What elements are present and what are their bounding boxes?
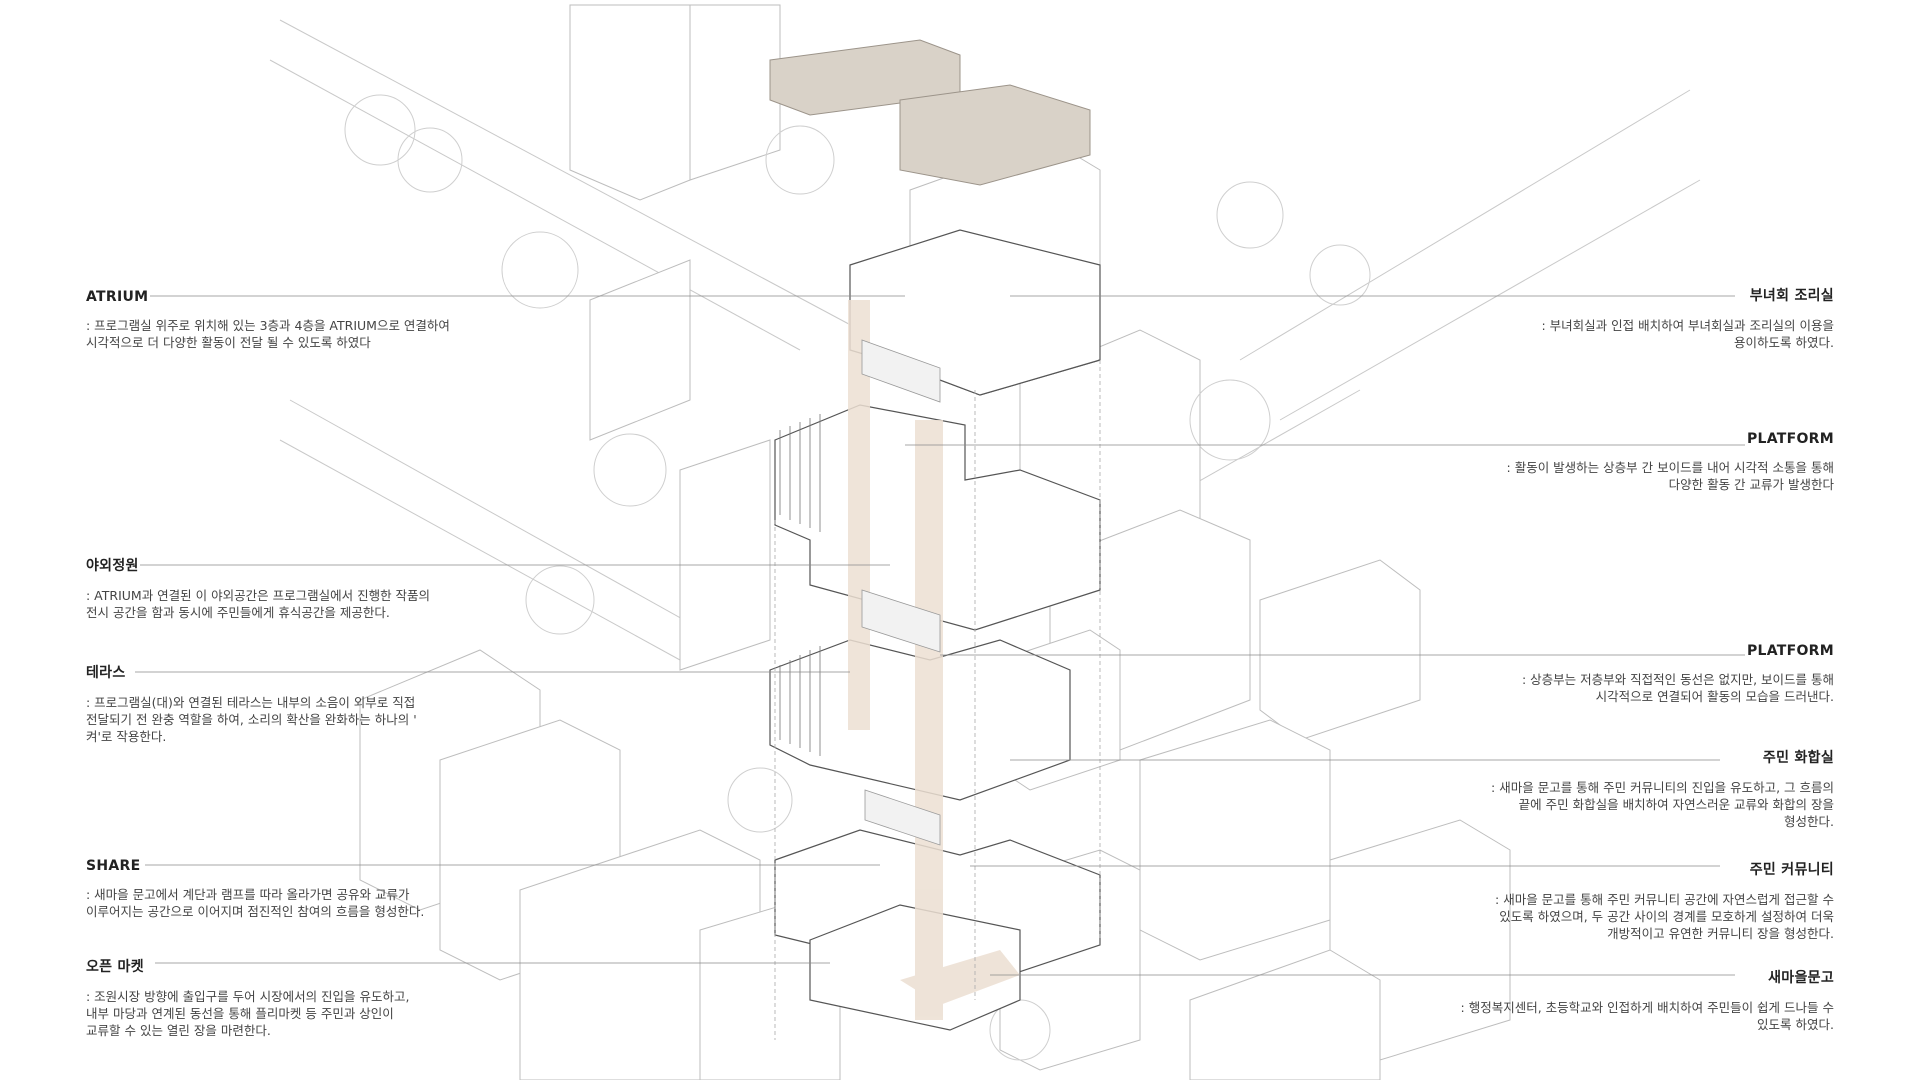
tree-crown xyxy=(727,767,793,833)
city-block xyxy=(1139,719,1331,961)
annotation-harmony-room: 주민 화합실 : 새마을 문고를 통해 주민 커뮤니티의 진입을 유도하고, 그… xyxy=(1364,747,1834,830)
annotation-resident-community: 주민 커뮤니티 : 새마을 문고를 통해 주민 커뮤니티 공간에 자연스럽게 접… xyxy=(1364,859,1834,942)
annotation-terrace: 테라스 : 프로그램실(대)와 연결된 테라스는 내부의 소음이 외부로 직접 … xyxy=(86,662,556,745)
annotation-text: : 상층부는 저층부와 직접적인 동선은 없지만, 보이드를 통해 시각적으로 … xyxy=(1522,672,1834,704)
annotation-saemaeul-library: 새마을문고 : 행정복지센터, 초등학교와 인접하게 배치하여 주민들이 쉽게 … xyxy=(1364,967,1834,1033)
street-line xyxy=(1239,89,1691,361)
tree-crown xyxy=(501,231,579,309)
tree-crown xyxy=(765,125,835,195)
annotation-share: SHARE : 새마을 문고에서 계단과 램프를 따라 올라가면 공유와 교류가… xyxy=(86,858,556,920)
annotation-text: : 행정복지센터, 초등학교와 인접하게 배치하여 주민들이 쉽게 드나들 수 … xyxy=(1460,1000,1834,1032)
city-block xyxy=(589,259,691,441)
city-block xyxy=(569,4,691,201)
tree-crown xyxy=(344,94,416,166)
city-block xyxy=(1259,559,1421,741)
annotation-womens-kitchen: 부녀회 조리실 : 부녀회실과 인접 배치하여 부녀회실과 조리실의 이용을 용… xyxy=(1364,285,1834,351)
annotation-title: 부녀회 조리실 xyxy=(1749,288,1834,304)
annotation-text: : 새마을 문고를 통해 주민 커뮤니티의 진입을 유도하고, 그 흐름의 끝에… xyxy=(1491,780,1834,829)
street-line xyxy=(279,19,861,331)
annotation-title: SHARE xyxy=(86,858,141,874)
screen-panel xyxy=(861,589,941,653)
annotation-text: : 활동이 발생하는 상층부 간 보이드를 내어 시각적 소통을 통해 다양한 … xyxy=(1506,460,1834,492)
annotation-text: : 프로그램실(대)와 연결된 테라스는 내부의 소음이 외부로 직접 전달되기… xyxy=(86,695,417,744)
annotation-title: 야외정원 xyxy=(86,558,139,574)
screen-panel xyxy=(861,339,941,403)
tree-crown xyxy=(397,127,463,193)
annotation-text: : 부녀회실과 인접 배치하여 부녀회실과 조리실의 이용을 용이하도록 하였다… xyxy=(1541,318,1834,350)
annotation-text: : 조원시장 방향에 출입구를 두어 시장에서의 진입을 유도하고, 내부 마당… xyxy=(86,989,410,1038)
annotation-title: 주민 커뮤니티 xyxy=(1749,862,1834,878)
annotation-outdoor-garden: 야외정원 : ATRIUM과 연결된 이 야외공간은 프로그램실에서 진행한 작… xyxy=(86,555,556,621)
annotation-text: : 프로그램실 위주로 위치해 있는 3층과 4층을 ATRIUM으로 연결하여… xyxy=(86,318,450,350)
void-shaft xyxy=(915,420,943,1020)
annotation-platform-lower: PLATFORM : 상층부는 저층부와 직접적인 동선은 없지만, 보이드를 … xyxy=(1364,643,1834,705)
screen-panel xyxy=(864,789,941,846)
street-line xyxy=(279,439,681,661)
tree-crown xyxy=(1216,181,1284,249)
annotation-title: 오픈 마켓 xyxy=(86,959,144,975)
street-line xyxy=(269,59,801,351)
annotation-title: PLATFORM xyxy=(1746,431,1834,447)
annotation-title: PLATFORM xyxy=(1746,643,1834,659)
annotation-title: 주민 화합실 xyxy=(1762,750,1834,766)
annotation-title: 테라스 xyxy=(86,665,126,681)
annotation-platform-upper: PLATFORM : 활동이 발생하는 상층부 간 보이드를 내어 시각적 소통… xyxy=(1364,431,1834,493)
annotation-text: : 새마을 문고에서 계단과 램프를 따라 올라가면 공유와 교류가 이루어지는… xyxy=(86,887,425,919)
city-block xyxy=(1189,949,1381,1080)
city-block xyxy=(679,439,771,671)
street-line xyxy=(1279,179,1701,421)
annotation-title: ATRIUM xyxy=(86,289,149,305)
street-line xyxy=(289,399,721,641)
city-block xyxy=(689,4,781,181)
void-shaft xyxy=(900,950,1020,1005)
tree-crown xyxy=(525,565,595,635)
annotation-atrium: ATRIUM : 프로그램실 위주로 위치해 있는 3층과 4층을 ATRIUM… xyxy=(86,289,556,351)
annotation-open-market: 오픈 마켓 : 조원시장 방향에 출입구를 두어 시장에서의 진입을 유도하고,… xyxy=(86,956,556,1039)
tree-crown xyxy=(1189,379,1271,461)
tree-crown xyxy=(593,433,667,507)
annotation-text: : ATRIUM과 연결된 이 야외공간은 프로그램실에서 진행한 작품의 전시… xyxy=(86,588,431,620)
tree-crown xyxy=(1309,244,1371,306)
annotation-title: 새마을문고 xyxy=(1768,970,1834,986)
louver-facade xyxy=(779,646,821,756)
louver-facade xyxy=(779,414,821,532)
annotation-text: : 새마을 문고를 통해 주민 커뮤니티 공간에 자연스럽게 접근할 수 있도록… xyxy=(1495,892,1834,941)
roof-slab xyxy=(899,84,1091,186)
